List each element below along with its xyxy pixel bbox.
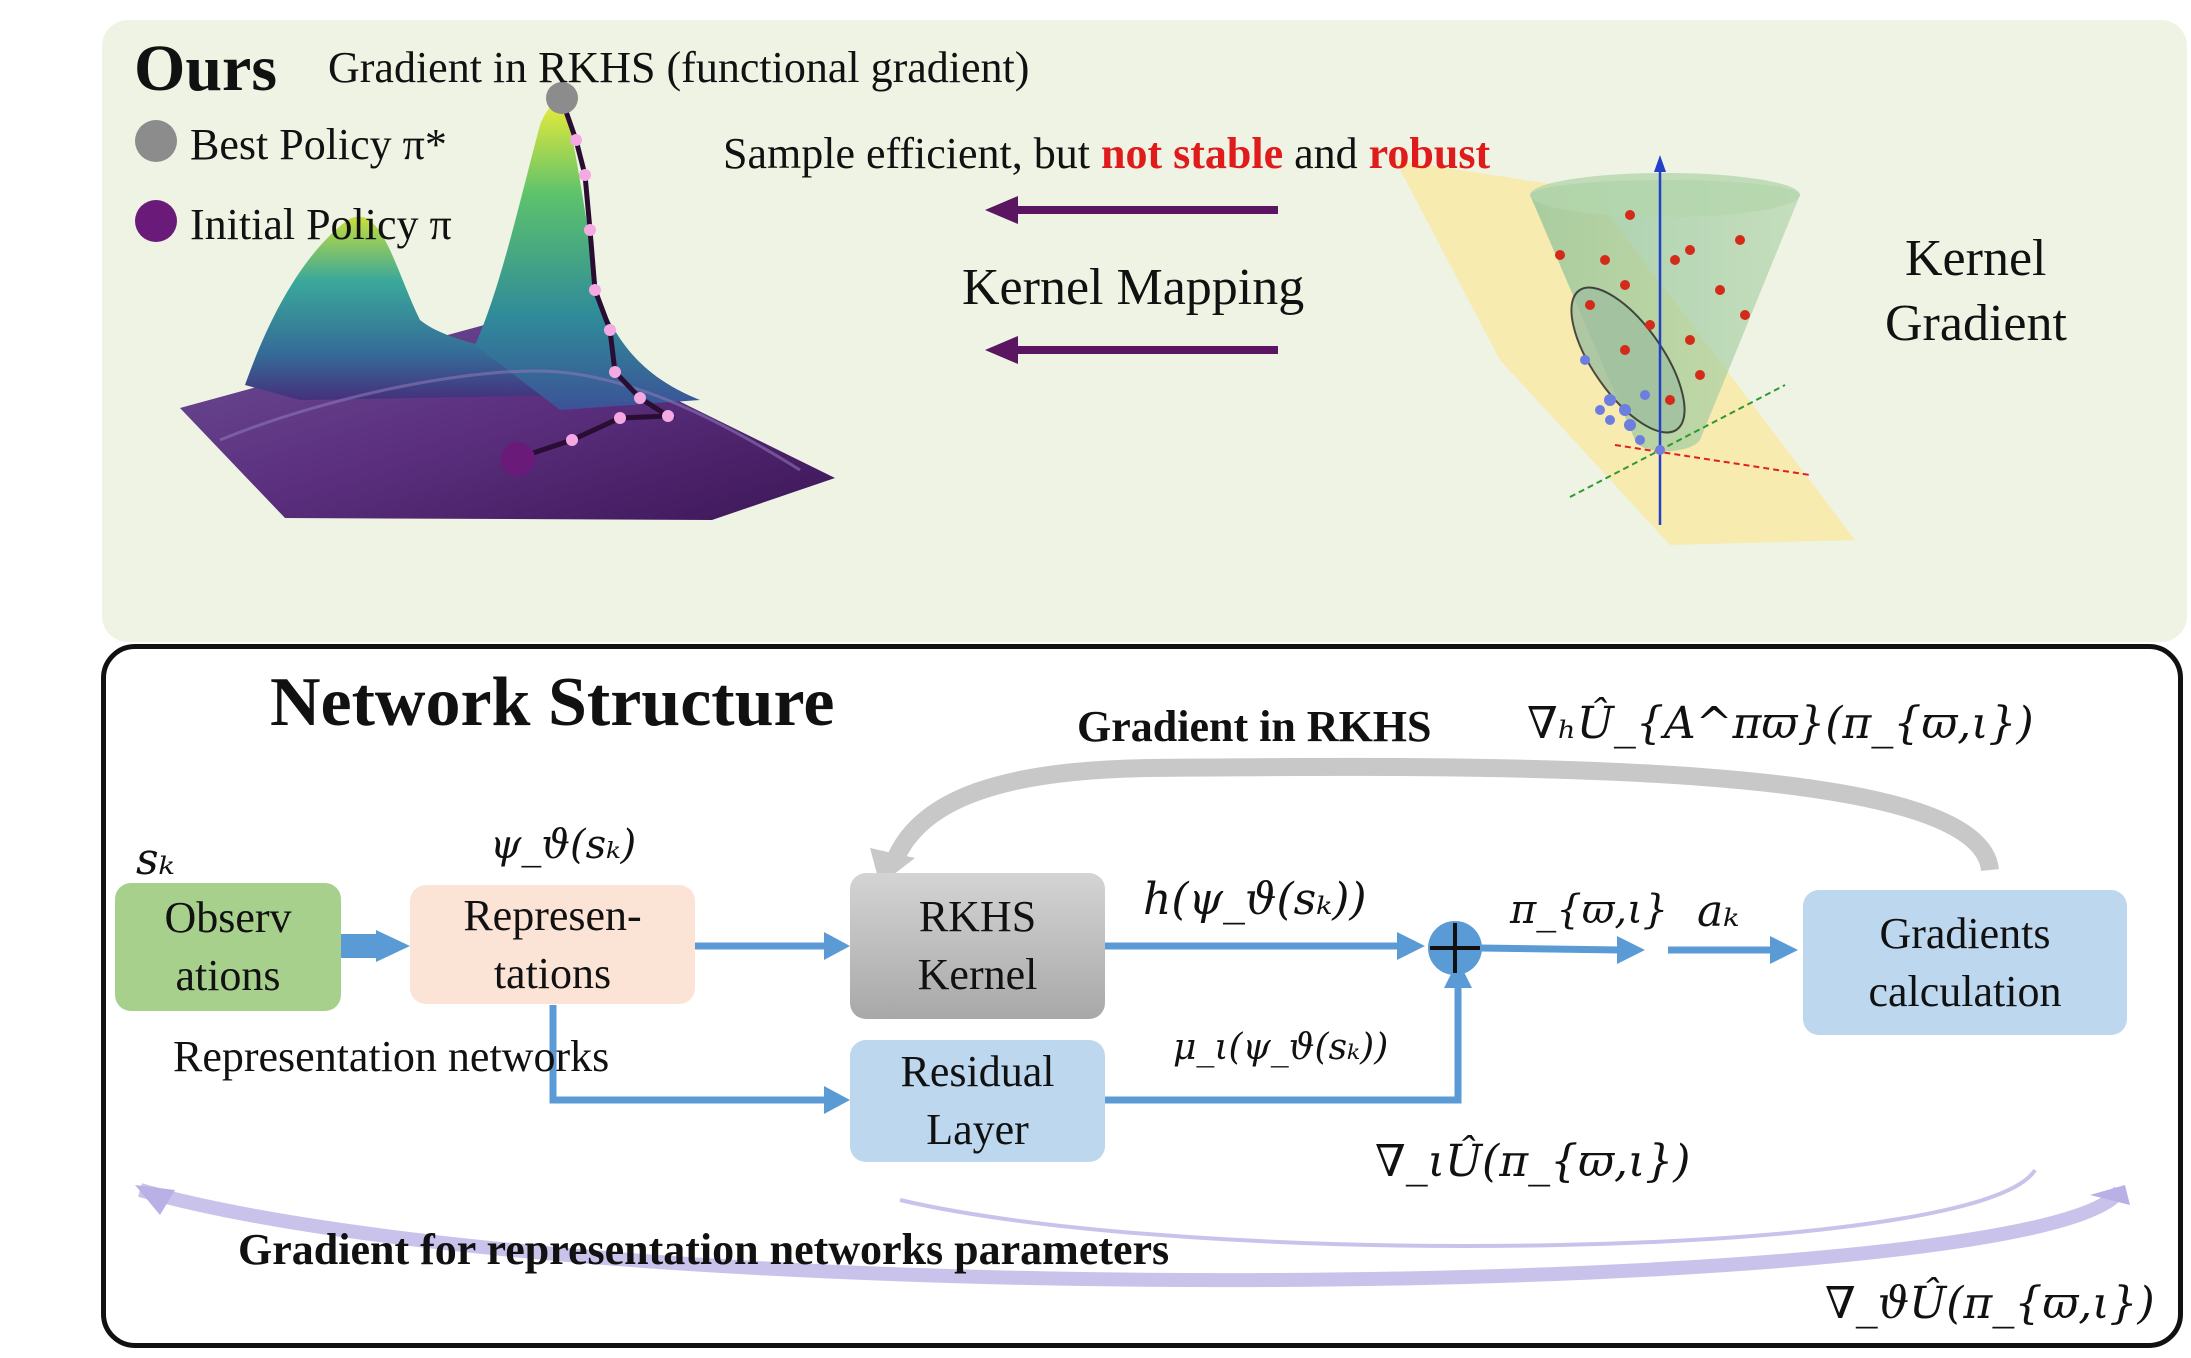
representations-box: Represen-tations [410, 885, 695, 1004]
gradients-calc-line2: calculation [1868, 966, 2062, 1016]
not-stable-text: not stable [1100, 129, 1284, 178]
kernel-gradient-line2: Gradient [1885, 295, 2067, 352]
representations-line2: tations [493, 948, 612, 998]
rkhs-kernel-line1: RKHS [918, 892, 1037, 941]
rkhs-kernel-box: RKHS Kernel [850, 873, 1105, 1019]
rkhs-kernel-line2: Kernel [917, 950, 1038, 999]
rkhs-heading: Gradient in RKHS (functional gradient) [328, 43, 1030, 92]
state-label: sₖ [136, 834, 175, 885]
gradients-calculation-box: Gradients calculation [1803, 890, 2127, 1035]
gradients-calc-line1: Gradients [1879, 908, 2051, 958]
residual-line1: Residual [900, 1047, 1055, 1096]
observations-line1: Observ [164, 893, 292, 942]
h-label: h(ψ_ϑ(sₖ)) [1143, 874, 1367, 925]
grad-theta-label: ∇_ϑÛ(π_{ϖ,ι}) [1825, 1278, 2155, 1329]
sample-prefix: Sample efficient, but [723, 129, 1101, 178]
action-label: aₖ [1697, 886, 1740, 937]
mu-label: μ_ι(ψ_ϑ(sₖ)) [1173, 1027, 1389, 1068]
gradient-rkhs-formula: ∇ₕÛ_{A^πϖ}(π_{ϖ,ι}) [1527, 698, 2034, 749]
initial-policy-legend-label: Initial Policy π [190, 200, 452, 249]
sample-efficiency-note: Sample efficient, but not stable and rob… [723, 132, 1490, 176]
kernel-gradient-line1: Kernel [1905, 230, 2047, 287]
observations-box: Observ ations [115, 883, 341, 1011]
grad-rep-label: Gradient for representation networks par… [238, 1225, 1170, 1274]
initial-policy-point [501, 442, 535, 476]
residual-line2: Layer [926, 1105, 1029, 1154]
observations-line2: ations [175, 951, 281, 1000]
robust-text: robust [1368, 129, 1491, 178]
ours-label: Ours [134, 32, 278, 105]
best-policy-legend-dot [135, 120, 177, 162]
network-structure-title: Network Structure [270, 664, 835, 741]
representations-line1: Represen- [463, 890, 642, 940]
psi-label: ψ_ϑ(sₖ) [490, 822, 637, 868]
best-policy-point [546, 82, 578, 114]
best-policy-legend-label: Best Policy π* [190, 120, 447, 169]
pi-label: π_{ϖ,ι} [1510, 887, 1669, 933]
grad-iota-label: ∇_ιÛ(π_{ϖ,ι}) [1375, 1136, 1691, 1187]
representation-networks-label: Representation networks [173, 1032, 610, 1081]
sample-mid: and [1283, 129, 1369, 178]
gradient-rkhs-label: Gradient in RKHS [1077, 702, 1432, 751]
initial-policy-legend-dot [135, 200, 177, 242]
kernel-mapping-label: Kernel Mapping [962, 259, 1305, 316]
